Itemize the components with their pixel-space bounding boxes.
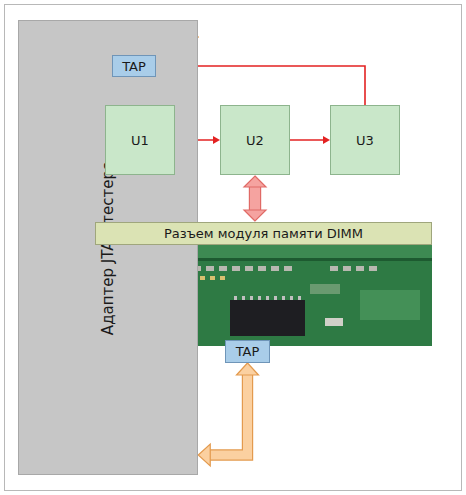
tester-adapter-bar: Адаптер JTAG-тестера xyxy=(18,20,198,475)
chip-box: U2 xyxy=(220,105,290,175)
rotated-label: Адаптер JTAG-тестера xyxy=(99,160,117,334)
chip-box: U3 xyxy=(330,105,400,175)
chip-box: U1 xyxy=(105,105,175,175)
dimm-connector-bar: Разъем модуля памяти DIMM xyxy=(95,222,432,245)
node-label: U1 xyxy=(131,133,149,148)
scan-chain-arrow xyxy=(290,136,330,144)
node-label: Разъем модуля памяти DIMM xyxy=(164,226,363,241)
bus-arrow xyxy=(244,176,266,221)
node-label: TAP xyxy=(236,344,260,359)
tap-controller: TAP xyxy=(225,340,270,363)
bus-arrow xyxy=(198,363,258,466)
node-label: U3 xyxy=(356,133,374,148)
node-label: TAP xyxy=(122,59,146,74)
outer-frame xyxy=(5,5,462,491)
tap-controller: TAP xyxy=(112,55,156,77)
node-label: U2 xyxy=(246,133,264,148)
